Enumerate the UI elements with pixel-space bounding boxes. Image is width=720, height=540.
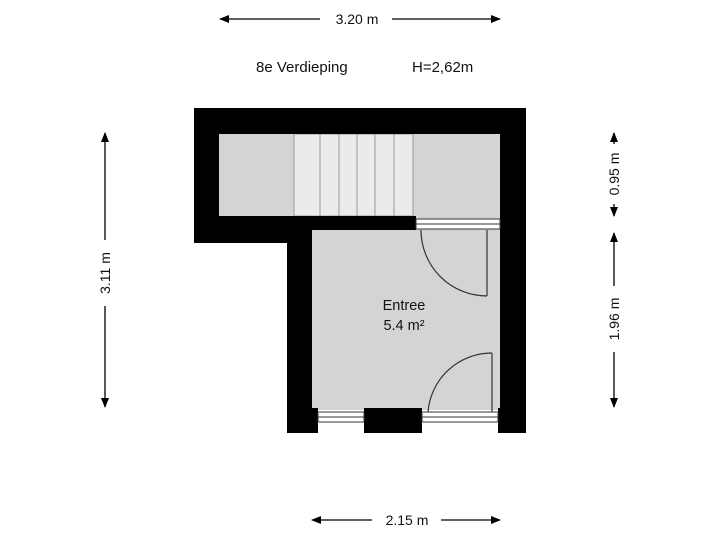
- dimension-label: 0.95 m: [606, 153, 622, 196]
- room-label-entree: Entree 5.4 m²: [383, 298, 426, 334]
- dimension-label: 2.15 m: [386, 512, 429, 528]
- wall-bottom-middle: [364, 408, 422, 433]
- dimension-label: 1.96 m: [606, 298, 622, 341]
- dimension-label: 3.20 m: [336, 11, 379, 27]
- floor-label: 8e Verdieping: [256, 59, 348, 76]
- wall-right: [500, 108, 526, 433]
- entree-floor: [312, 230, 500, 410]
- dimension-top-width: 3.20 m: [219, 11, 501, 27]
- doors: [420, 229, 493, 413]
- staircase: [293, 133, 414, 217]
- room-area: 5.4 m²: [383, 318, 424, 334]
- dimension-left-height: 3.11 m: [97, 132, 113, 408]
- upper-right-floor: [413, 134, 500, 216]
- dimension-bottom-width: 2.15 m: [311, 512, 501, 528]
- dimension-right-upper: 0.95 m: [606, 132, 622, 217]
- upper-left-floor: [219, 134, 294, 216]
- height-label: H=2,62m: [412, 59, 473, 76]
- dimension-right-lower: 1.96 m: [606, 232, 622, 408]
- wall-left-lower: [287, 216, 312, 433]
- wall-bottom-right-stub: [498, 408, 526, 433]
- bottom-door-swing-arc: [427, 352, 493, 413]
- door-thresholds: [317, 218, 501, 423]
- wall-stair-bottom: [294, 216, 416, 230]
- top-door-swing-arc: [420, 229, 488, 297]
- wall-top: [194, 108, 526, 134]
- room-name: Entree: [383, 298, 426, 314]
- dimension-label: 3.11 m: [97, 252, 113, 294]
- wall-bottom-left-stub: [287, 408, 318, 433]
- staircase-base: [293, 133, 414, 217]
- walls: [194, 108, 526, 433]
